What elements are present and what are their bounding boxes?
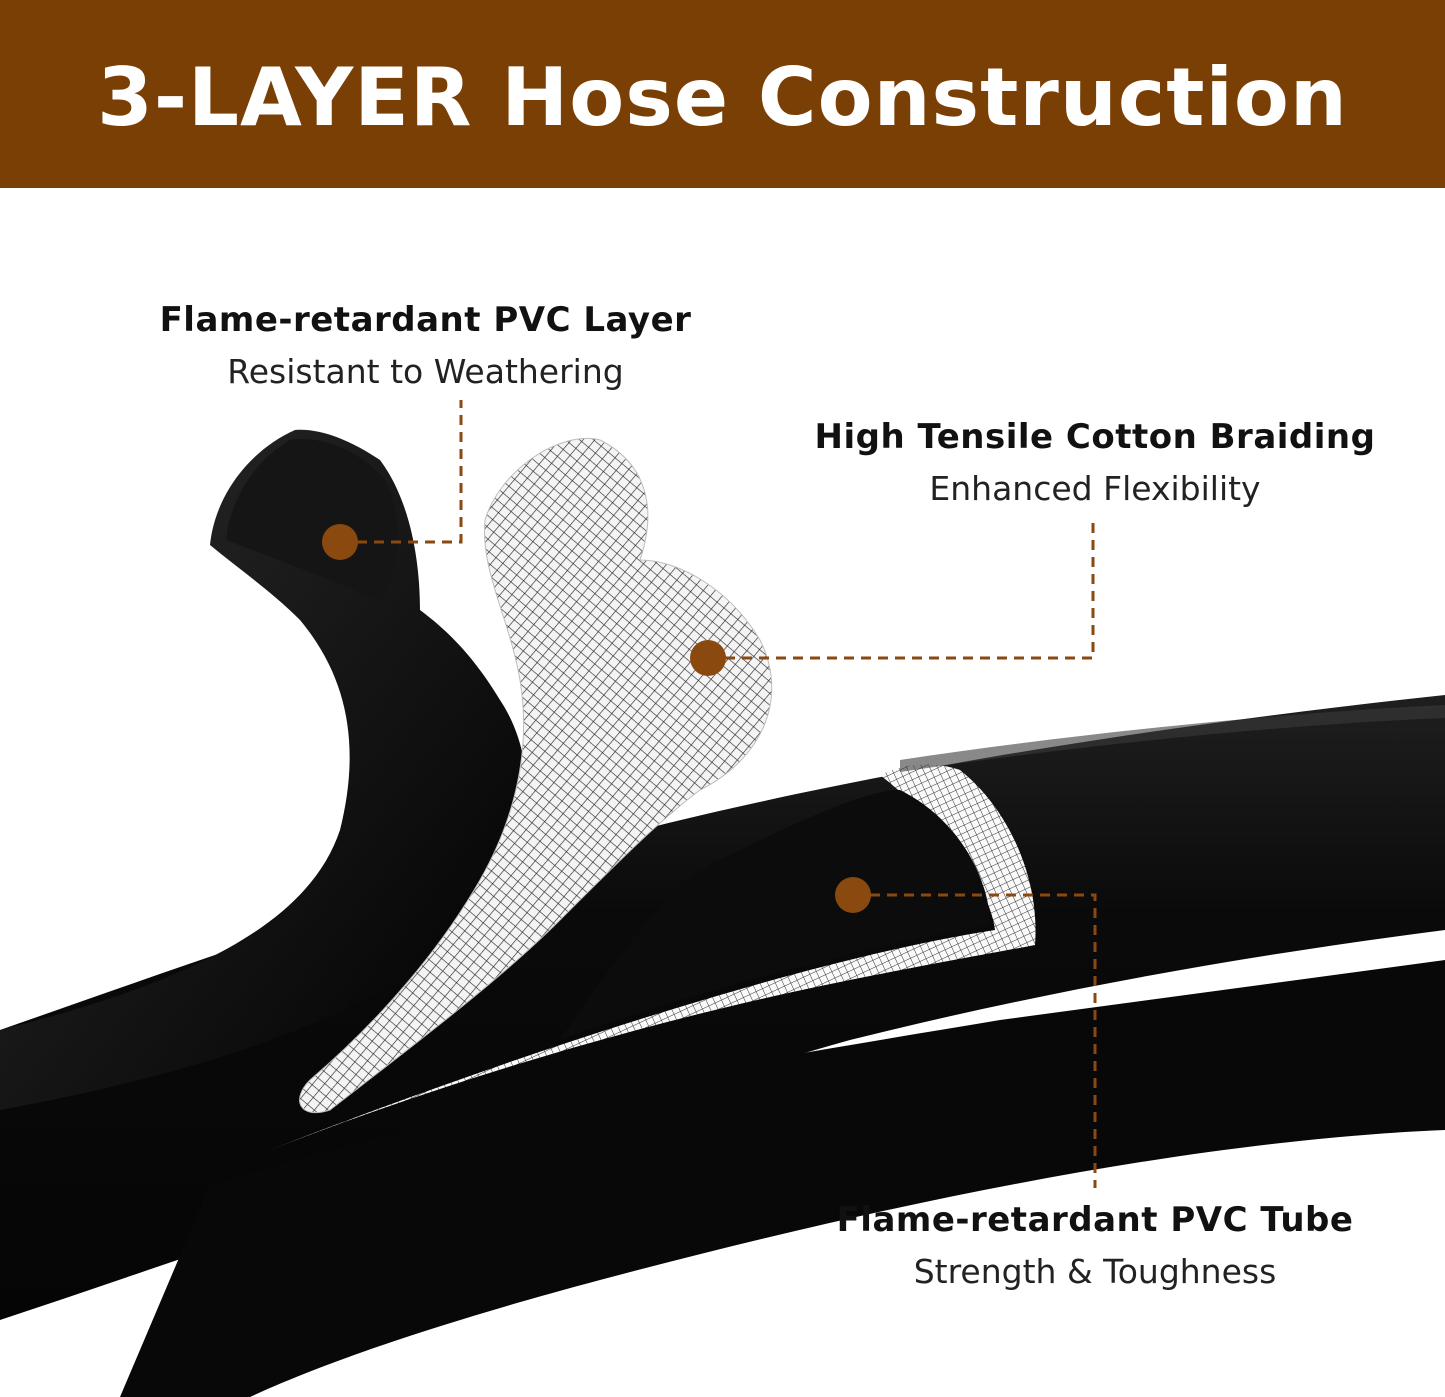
marker-dot-tube	[835, 877, 871, 913]
callout-heading: Flame-retardant PVC Layer	[159, 300, 692, 340]
callout-subheading: Resistant to Weathering	[227, 352, 624, 391]
leader-line-outer-layer	[340, 400, 463, 544]
page-title: 3-LAYER Hose Construction	[97, 51, 1348, 144]
hose-lower-section	[120, 960, 1445, 1397]
callout-heading: High Tensile Cotton Braiding	[814, 417, 1376, 457]
marker-dot-outer-layer	[322, 524, 358, 560]
leader-line-braid	[708, 520, 1095, 660]
inner-pvc-tube	[560, 790, 990, 1040]
callout-outer-pvc-layer: Flame-retardant PVC Layer Resistant to W…	[118, 300, 733, 391]
peeled-braid-layer	[299, 438, 773, 1114]
leader-lines	[340, 400, 1097, 1188]
hose-highlight	[900, 705, 1445, 772]
hose-illustration	[0, 400, 1445, 1397]
leader-line-tube	[853, 893, 1097, 1188]
callout-subheading: Enhanced Flexibility	[929, 469, 1261, 508]
title-banner: 3-LAYER Hose Construction	[0, 0, 1445, 188]
callout-heading: Flame-retardant PVC Tube	[836, 1200, 1354, 1240]
callout-subheading: Strength & Toughness	[913, 1252, 1277, 1291]
peeled-outer-layer	[0, 429, 528, 1111]
curl-inner-face	[226, 439, 398, 600]
callout-inner-pvc-tube: Flame-retardant PVC Tube Strength & Toug…	[800, 1200, 1390, 1291]
inner-braid-exposed	[270, 764, 1036, 1150]
marker-dot-braid	[690, 640, 726, 676]
callout-cotton-braiding: High Tensile Cotton Braiding Enhanced Fl…	[775, 417, 1415, 508]
